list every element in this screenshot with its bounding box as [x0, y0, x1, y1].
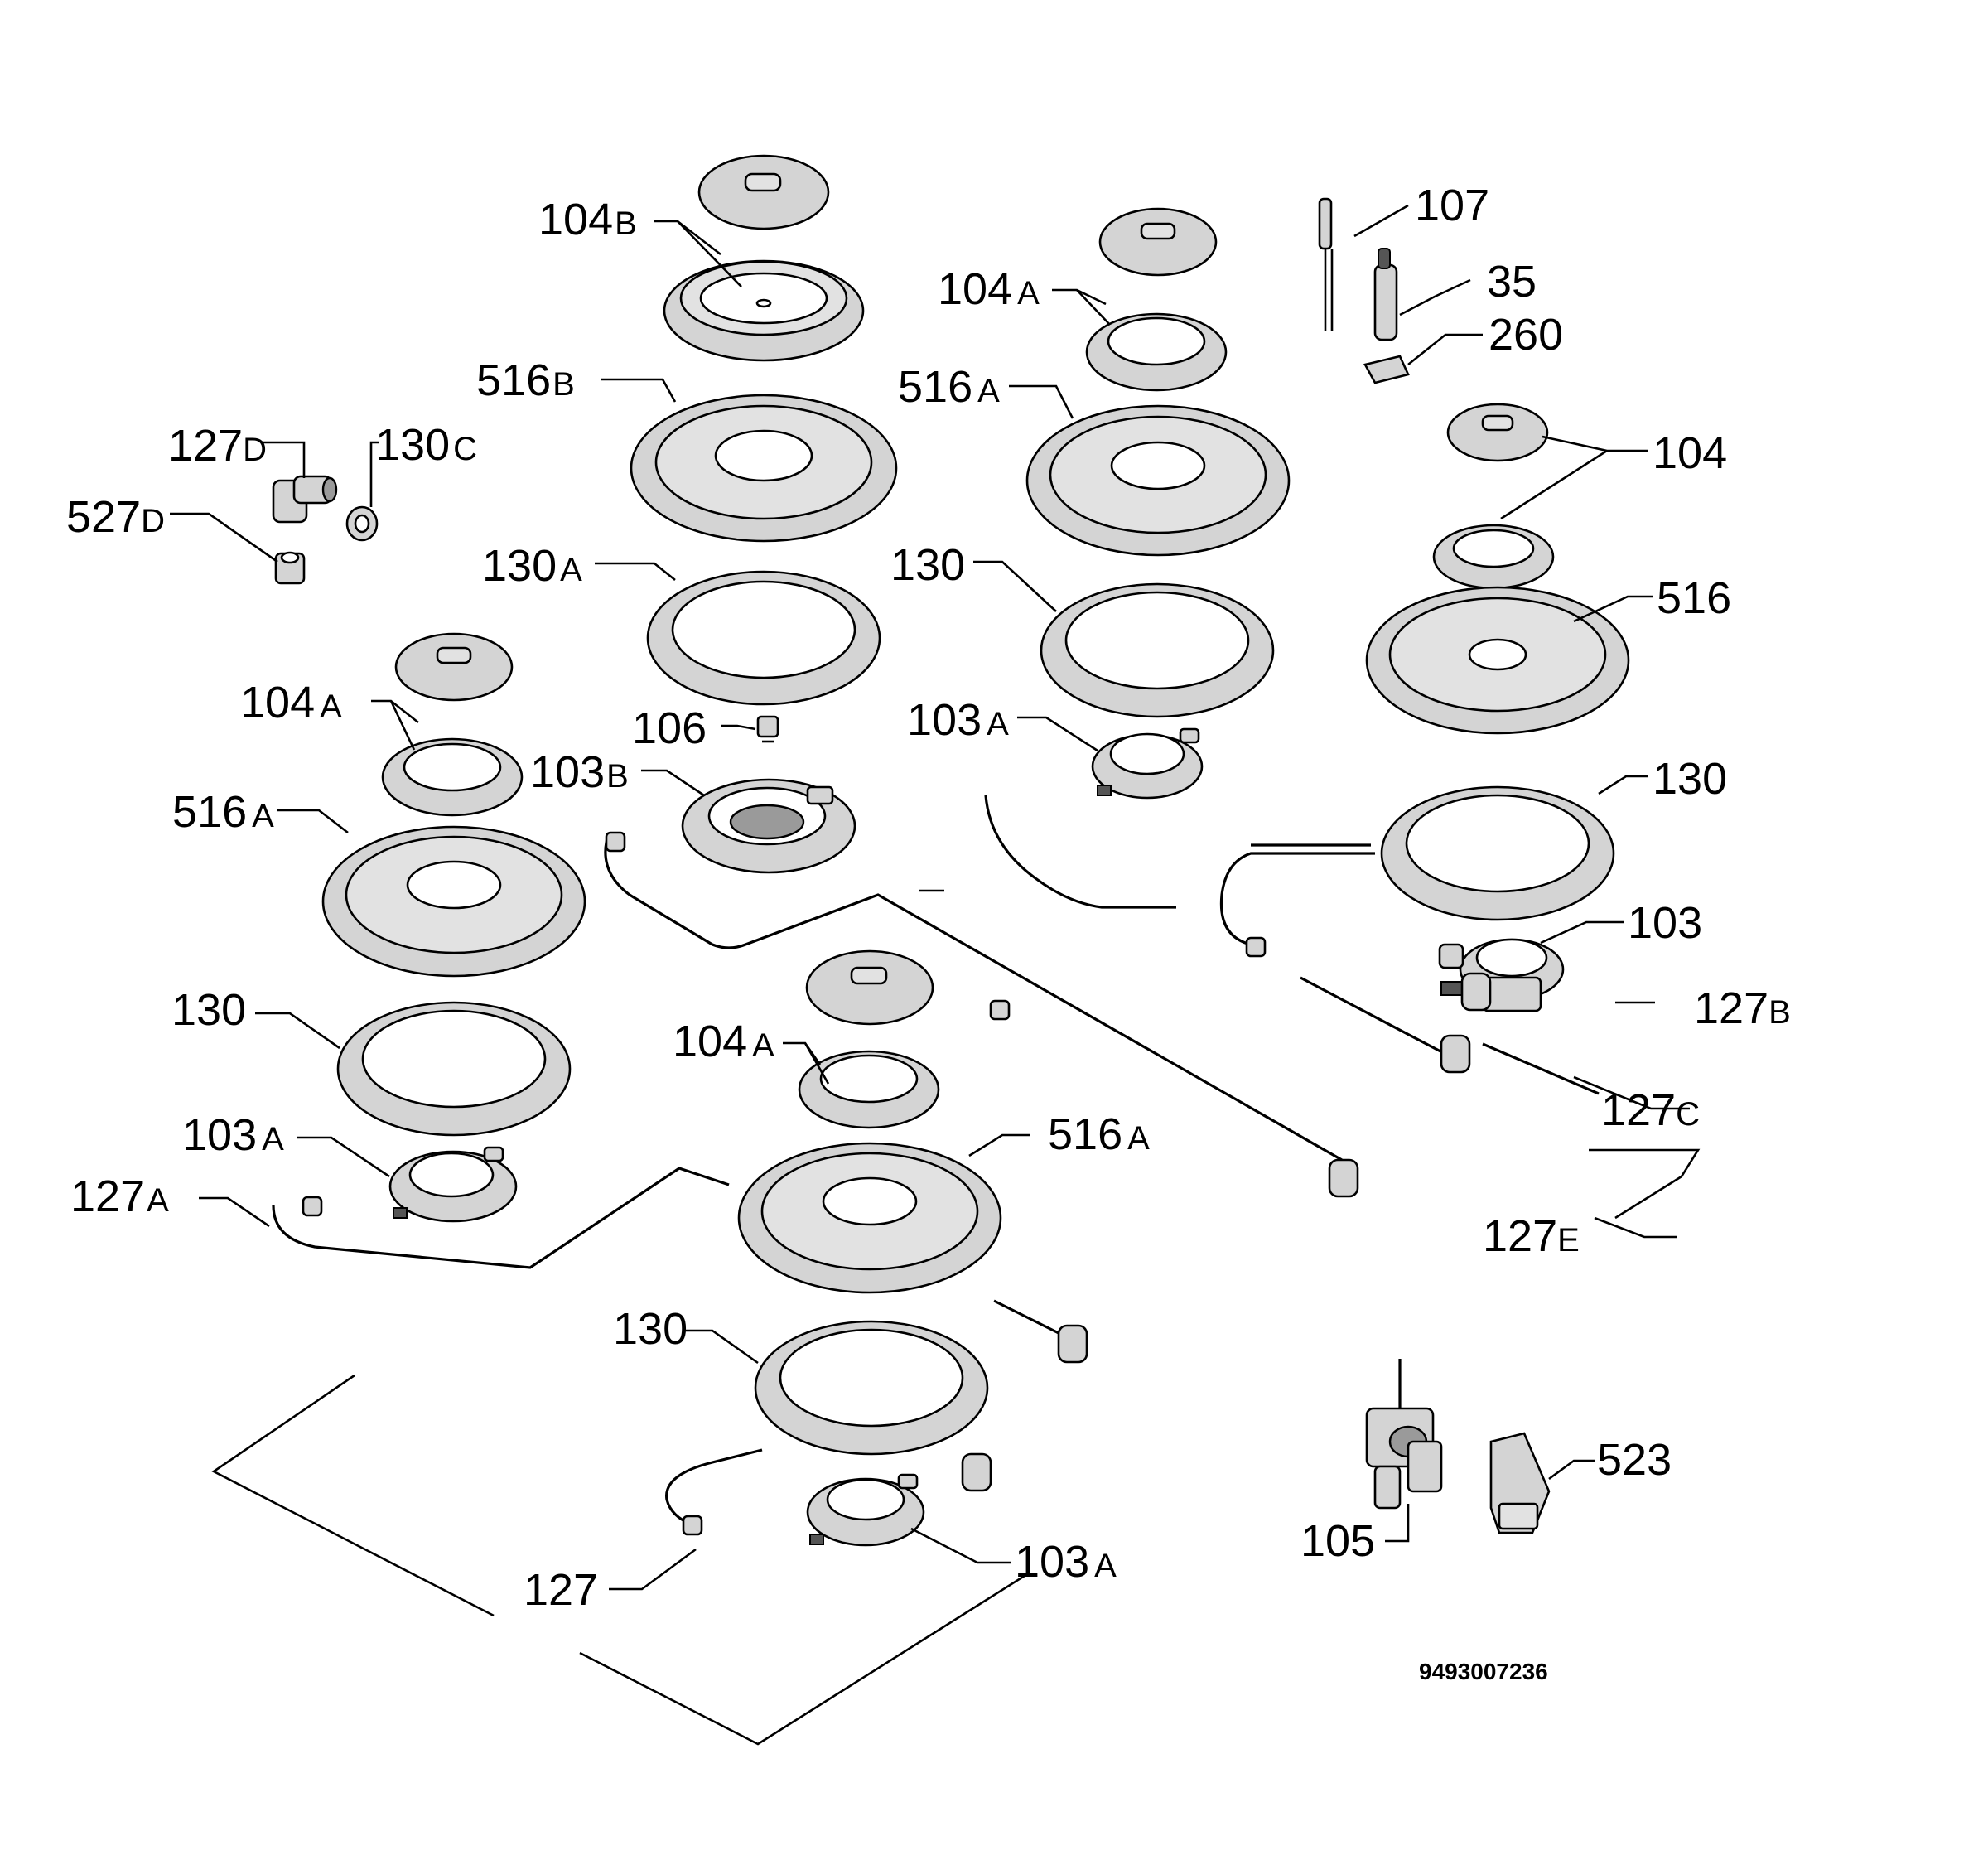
burner-base-103a-3 [806, 1473, 925, 1547]
burner-column-left [321, 632, 586, 1223]
label-35: 35 [1487, 257, 1537, 307]
label-127a: 127A [70, 1172, 169, 1221]
burner-column-right [1365, 403, 1630, 1012]
injector-106 [756, 715, 779, 743]
ring-130-1 [1040, 582, 1275, 718]
label-103: 103 [1628, 898, 1702, 948]
spill-tray-516a-1 [1025, 404, 1291, 557]
spill-tray-516a-2 [321, 825, 586, 978]
label-127e: 127E [1483, 1211, 1580, 1261]
burner-base-103a-2 [388, 1146, 518, 1223]
label-516: 516 [1657, 573, 1731, 623]
label-127d: 127D [168, 421, 267, 471]
ignition-electrode-35 [1373, 248, 1398, 341]
burner-cap-104a-1 [1098, 207, 1218, 277]
burner-crown-104a-1 [1085, 312, 1228, 392]
burner-crown-104b [663, 259, 865, 362]
ring-130-4 [754, 1320, 989, 1456]
thermocouple-107 [1318, 197, 1334, 331]
document-number: 9493007236 [1419, 1659, 1548, 1684]
burner-column-a-upper [1025, 207, 1291, 800]
elbow-connector-127d [272, 475, 338, 524]
seal-130c [345, 505, 379, 542]
burner-cap-104 [1446, 403, 1549, 462]
label-516b: 516B [476, 355, 575, 405]
burner-cap-104a-2 [394, 632, 514, 702]
burner-crown-104a-2 [381, 737, 524, 817]
label-130-1: 130 [890, 540, 965, 590]
label-130-2: 130 [1653, 754, 1727, 804]
label-260: 260 [1489, 310, 1563, 360]
gas-pipes [272, 795, 1600, 1526]
burner-cap-104b [697, 154, 830, 230]
spill-tray-516a-3 [737, 1142, 1002, 1294]
label-127b: 127B [1694, 983, 1791, 1033]
valve-clip-523 [1489, 1432, 1551, 1534]
fitting-527d [274, 551, 306, 585]
burner-column-center-lower [737, 949, 1002, 1547]
burner-base-103b [681, 778, 856, 874]
label-527d: 527D [66, 492, 165, 542]
label-127c: 127C [1601, 1085, 1700, 1135]
label-103b: 103B [530, 747, 629, 797]
burner-base-103a-1 [1091, 727, 1204, 800]
burner-crown-104a-3 [798, 1050, 940, 1129]
burner-column-b [630, 154, 898, 874]
label-130-4: 130 [613, 1304, 688, 1354]
burner-crown-104 [1432, 524, 1555, 590]
gas-valve-105 [1365, 1359, 1443, 1510]
assembly-brackets [211, 1148, 1701, 1746]
label-127: 127 [524, 1565, 598, 1615]
leader-lines [170, 204, 1690, 1591]
burner-cap-104a-3 [805, 949, 934, 1026]
label-106: 106 [632, 703, 707, 753]
injector-127-connectors [302, 831, 1492, 1536]
ring-130a [646, 570, 881, 706]
spill-tray-516b [630, 394, 898, 543]
label-523: 523 [1597, 1435, 1672, 1485]
small-parts [272, 197, 1551, 1536]
label-105: 105 [1300, 1516, 1375, 1566]
label-130-3: 130 [171, 985, 246, 1035]
label-107: 107 [1415, 181, 1489, 230]
clip-260 [1363, 355, 1410, 384]
ring-130-3 [336, 1001, 572, 1137]
label-104: 104 [1653, 428, 1727, 478]
spill-tray-516 [1365, 586, 1630, 735]
label-104b: 104B [538, 195, 637, 244]
ring-130-2 [1380, 785, 1615, 921]
